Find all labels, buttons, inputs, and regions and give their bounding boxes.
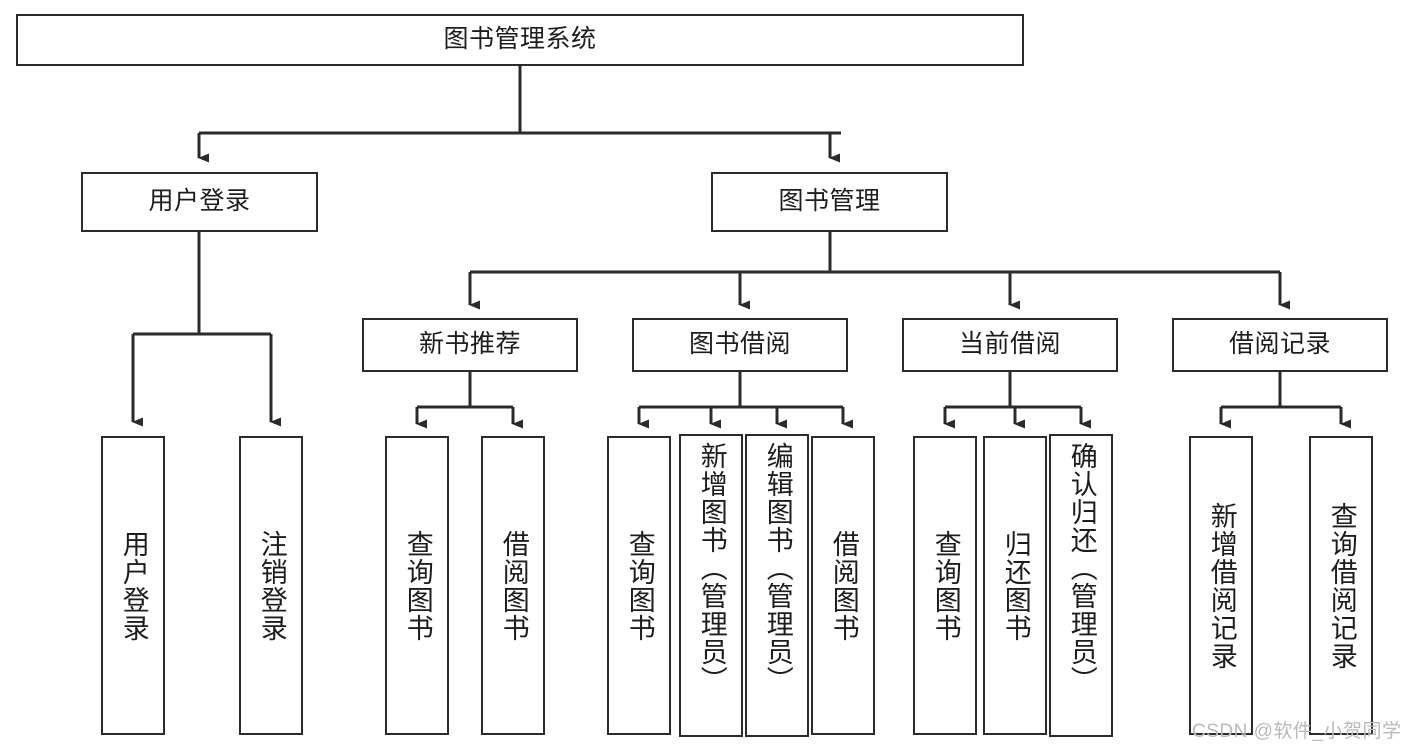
node-label: 用户登录 xyxy=(118,529,149,642)
node-label: 图书借阅 xyxy=(688,330,791,359)
node-label: 查询借阅记录 xyxy=(1326,501,1357,670)
node-label: 借阅图书 xyxy=(828,529,859,642)
node-label: 归还图书 xyxy=(1000,529,1031,642)
node-label: 查询图书 xyxy=(624,529,655,642)
leaf-user-login[interactable]: 用户登录 xyxy=(101,436,165,735)
leaf-add-borrow-record[interactable]: 新增借阅记录 xyxy=(1189,436,1253,735)
node-label: 编辑图书（管理员） xyxy=(762,442,793,694)
leaf-logout[interactable]: 注销登录 xyxy=(239,436,303,735)
leaf-borrow-book-rec[interactable]: 借阅图书 xyxy=(481,436,545,735)
node-current-borrow[interactable]: 当前借阅 xyxy=(902,318,1118,372)
node-label: 图书管理系统 xyxy=(443,25,597,54)
node-book-management[interactable]: 图书管理 xyxy=(711,172,948,232)
leaf-borrow-book[interactable]: 借阅图书 xyxy=(811,436,875,735)
node-new-book-recommend[interactable]: 新书推荐 xyxy=(362,318,578,372)
leaf-return-book[interactable]: 归还图书 xyxy=(983,436,1047,735)
node-label: 查询图书 xyxy=(930,529,961,642)
node-label: 新增借阅记录 xyxy=(1206,501,1237,670)
node-label: 图书管理 xyxy=(778,187,881,216)
leaf-edit-book-admin[interactable]: 编辑图书（管理员） xyxy=(745,434,809,737)
leaf-confirm-return-admin[interactable]: 确认归还（管理员） xyxy=(1049,434,1113,737)
node-user-login[interactable]: 用户登录 xyxy=(81,172,318,232)
node-label: 注销登录 xyxy=(256,529,287,642)
node-label: 新增图书（管理员） xyxy=(696,442,727,694)
leaf-query-book-current[interactable]: 查询图书 xyxy=(913,436,977,735)
node-root-system[interactable]: 图书管理系统 xyxy=(16,14,1024,66)
node-book-borrow[interactable]: 图书借阅 xyxy=(632,318,848,372)
node-label: 新书推荐 xyxy=(418,330,521,359)
leaf-query-book-borrow[interactable]: 查询图书 xyxy=(607,436,671,735)
node-label: 借阅记录 xyxy=(1228,330,1331,359)
node-label: 查询图书 xyxy=(402,529,433,642)
node-label: 用户登录 xyxy=(148,187,251,216)
node-label: 确认归还（管理员） xyxy=(1066,442,1097,694)
node-label: 借阅图书 xyxy=(498,529,529,642)
leaf-add-book-admin[interactable]: 新增图书（管理员） xyxy=(679,434,743,737)
leaf-query-book-rec[interactable]: 查询图书 xyxy=(385,436,449,735)
node-borrow-record[interactable]: 借阅记录 xyxy=(1172,318,1388,372)
leaf-query-borrow-record[interactable]: 查询借阅记录 xyxy=(1309,436,1373,735)
node-label: 当前借阅 xyxy=(958,330,1061,359)
